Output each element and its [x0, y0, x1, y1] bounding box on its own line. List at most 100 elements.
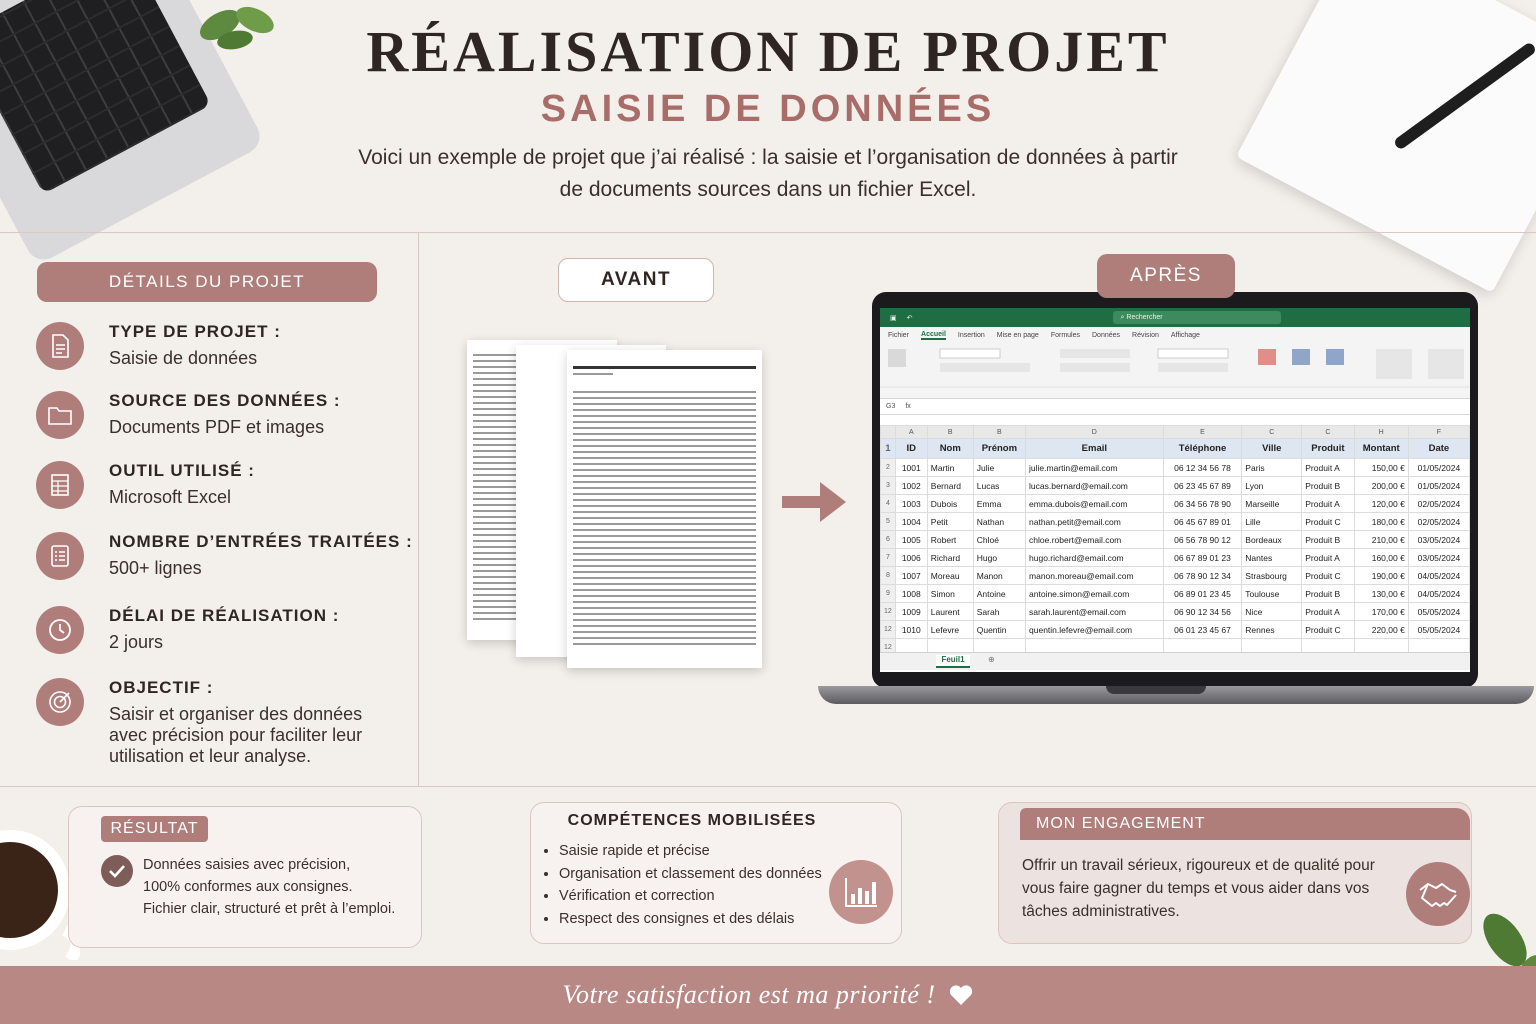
- row-number[interactable]: 4: [880, 494, 896, 513]
- table-cell[interactable]: 02/05/2024: [1407, 494, 1470, 513]
- table-cell[interactable]: Lucas: [972, 476, 1027, 495]
- table-cell[interactable]: 06 56 78 90 12: [1162, 530, 1243, 549]
- table-cell[interactable]: Richard: [926, 548, 974, 567]
- table-cell[interactable]: emma.dubois@email.com: [1025, 494, 1164, 513]
- row-number[interactable]: 7: [880, 548, 896, 567]
- table-cell[interactable]: 1006: [894, 548, 928, 567]
- table-cell[interactable]: 03/05/2024: [1407, 548, 1470, 567]
- header-cell[interactable]: Email: [1025, 438, 1164, 459]
- table-cell[interactable]: 06 34 56 78 90: [1162, 494, 1243, 513]
- table-cell[interactable]: Martin: [926, 458, 974, 477]
- table-cell[interactable]: 1004: [894, 512, 928, 531]
- ribbon-tab[interactable]: Révision: [1132, 331, 1159, 339]
- table-cell[interactable]: 160,00 €: [1353, 548, 1409, 567]
- table-cell[interactable]: 150,00 €: [1353, 458, 1409, 477]
- row-number[interactable]: 5: [880, 512, 896, 531]
- table-cell[interactable]: Paris: [1241, 458, 1303, 477]
- table-cell[interactable]: 1005: [894, 530, 928, 549]
- table-cell[interactable]: 06 90 12 34 56: [1162, 602, 1243, 621]
- table-cell[interactable]: 200,00 €: [1353, 476, 1409, 495]
- table-cell[interactable]: Moreau: [926, 566, 974, 585]
- table-cell[interactable]: julie.martin@email.com: [1025, 458, 1164, 477]
- table-cell[interactable]: Hugo: [972, 548, 1027, 567]
- table-cell[interactable]: Nathan: [972, 512, 1027, 531]
- table-cell[interactable]: 190,00 €: [1353, 566, 1409, 585]
- column-letter[interactable]: E: [1162, 425, 1243, 439]
- table-cell[interactable]: manon.moreau@email.com: [1025, 566, 1164, 585]
- undo-icon[interactable]: ↶: [906, 314, 913, 322]
- row-number[interactable]: 12: [880, 620, 896, 639]
- save-icon[interactable]: ▣: [890, 314, 897, 322]
- header-cell[interactable]: Prénom: [972, 438, 1027, 459]
- table-cell[interactable]: lucas.bernard@email.com: [1025, 476, 1164, 495]
- table-cell[interactable]: 1002: [894, 476, 928, 495]
- ribbon-tab[interactable]: Mise en page: [996, 331, 1039, 339]
- table-cell[interactable]: 02/05/2024: [1407, 512, 1470, 531]
- excel-search-box[interactable]: ⌕ Rechercher: [1112, 311, 1281, 324]
- formula-bar[interactable]: G3 fx: [880, 399, 1470, 415]
- table-cell[interactable]: quentin.lefevre@email.com: [1025, 620, 1164, 639]
- sheet-tab[interactable]: Feuil1: [936, 655, 970, 668]
- ribbon-tab[interactable]: Insertion: [957, 331, 985, 339]
- header-cell[interactable]: Nom: [926, 438, 974, 459]
- table-cell[interactable]: Bordeaux: [1241, 530, 1303, 549]
- row-number[interactable]: 9: [880, 584, 896, 603]
- ribbon-tab[interactable]: Affichage: [1170, 331, 1200, 339]
- header-cell[interactable]: Téléphone: [1162, 438, 1243, 459]
- table-cell[interactable]: Produit B: [1301, 584, 1355, 603]
- table-cell[interactable]: antoine.simon@email.com: [1025, 584, 1164, 603]
- header-cell[interactable]: Ville: [1241, 438, 1303, 459]
- table-cell[interactable]: Lefevre: [926, 620, 974, 639]
- table-cell[interactable]: Nantes: [1241, 548, 1303, 567]
- header-cell[interactable]: ID: [894, 438, 928, 459]
- table-cell[interactable]: 01/05/2024: [1407, 458, 1470, 477]
- table-cell[interactable]: 1008: [894, 584, 928, 603]
- row-number[interactable]: 8: [880, 566, 896, 585]
- table-cell[interactable]: Manon: [972, 566, 1027, 585]
- row-number[interactable]: 1: [880, 438, 896, 459]
- table-cell[interactable]: 06 23 45 67 89: [1162, 476, 1243, 495]
- table-cell[interactable]: 04/05/2024: [1407, 566, 1470, 585]
- table-cell[interactable]: 06 12 34 56 78: [1162, 458, 1243, 477]
- table-cell[interactable]: 06 89 01 23 45: [1162, 584, 1243, 603]
- table-cell[interactable]: Petit: [926, 512, 974, 531]
- corner-cell[interactable]: [880, 425, 896, 439]
- column-letter[interactable]: C: [1301, 425, 1355, 439]
- table-cell[interactable]: Simon: [926, 584, 974, 603]
- column-letter[interactable]: B: [972, 425, 1027, 439]
- table-cell[interactable]: Lyon: [1241, 476, 1303, 495]
- row-number[interactable]: 6: [880, 530, 896, 549]
- table-cell[interactable]: 06 67 89 01 23: [1162, 548, 1243, 567]
- table-cell[interactable]: Antoine: [972, 584, 1027, 603]
- column-letter[interactable]: C: [1241, 425, 1303, 439]
- table-cell[interactable]: 06 01 23 45 67: [1162, 620, 1243, 639]
- header-cell[interactable]: Produit: [1301, 438, 1355, 459]
- table-cell[interactable]: Produit C: [1301, 566, 1355, 585]
- table-cell[interactable]: hugo.richard@email.com: [1025, 548, 1164, 567]
- table-cell[interactable]: Nice: [1241, 602, 1303, 621]
- column-letter[interactable]: H: [1353, 425, 1409, 439]
- table-cell[interactable]: 03/05/2024: [1407, 530, 1470, 549]
- table-cell[interactable]: Produit A: [1301, 602, 1355, 621]
- table-cell[interactable]: Emma: [972, 494, 1027, 513]
- column-letter[interactable]: D: [1025, 425, 1164, 439]
- table-cell[interactable]: 180,00 €: [1353, 512, 1409, 531]
- table-cell[interactable]: 130,00 €: [1353, 584, 1409, 603]
- table-cell[interactable]: Quentin: [972, 620, 1027, 639]
- table-cell[interactable]: 06 45 67 89 01: [1162, 512, 1243, 531]
- table-cell[interactable]: Strasbourg: [1241, 566, 1303, 585]
- table-cell[interactable]: 1007: [894, 566, 928, 585]
- table-cell[interactable]: Lille: [1241, 512, 1303, 531]
- row-number[interactable]: 2: [880, 458, 896, 477]
- ribbon-tab[interactable]: Fichier: [888, 331, 910, 339]
- column-letter[interactable]: A: [894, 425, 928, 439]
- table-cell[interactable]: 06 78 90 12 34: [1162, 566, 1243, 585]
- table-cell[interactable]: 220,00 €: [1353, 620, 1409, 639]
- ribbon-tab[interactable]: Formules: [1050, 331, 1080, 339]
- row-number[interactable]: 12: [880, 602, 896, 621]
- table-cell[interactable]: Robert: [926, 530, 974, 549]
- table-cell[interactable]: 120,00 €: [1353, 494, 1409, 513]
- row-number[interactable]: 3: [880, 476, 896, 495]
- table-cell[interactable]: chloe.robert@email.com: [1025, 530, 1164, 549]
- table-cell[interactable]: Marseille: [1241, 494, 1303, 513]
